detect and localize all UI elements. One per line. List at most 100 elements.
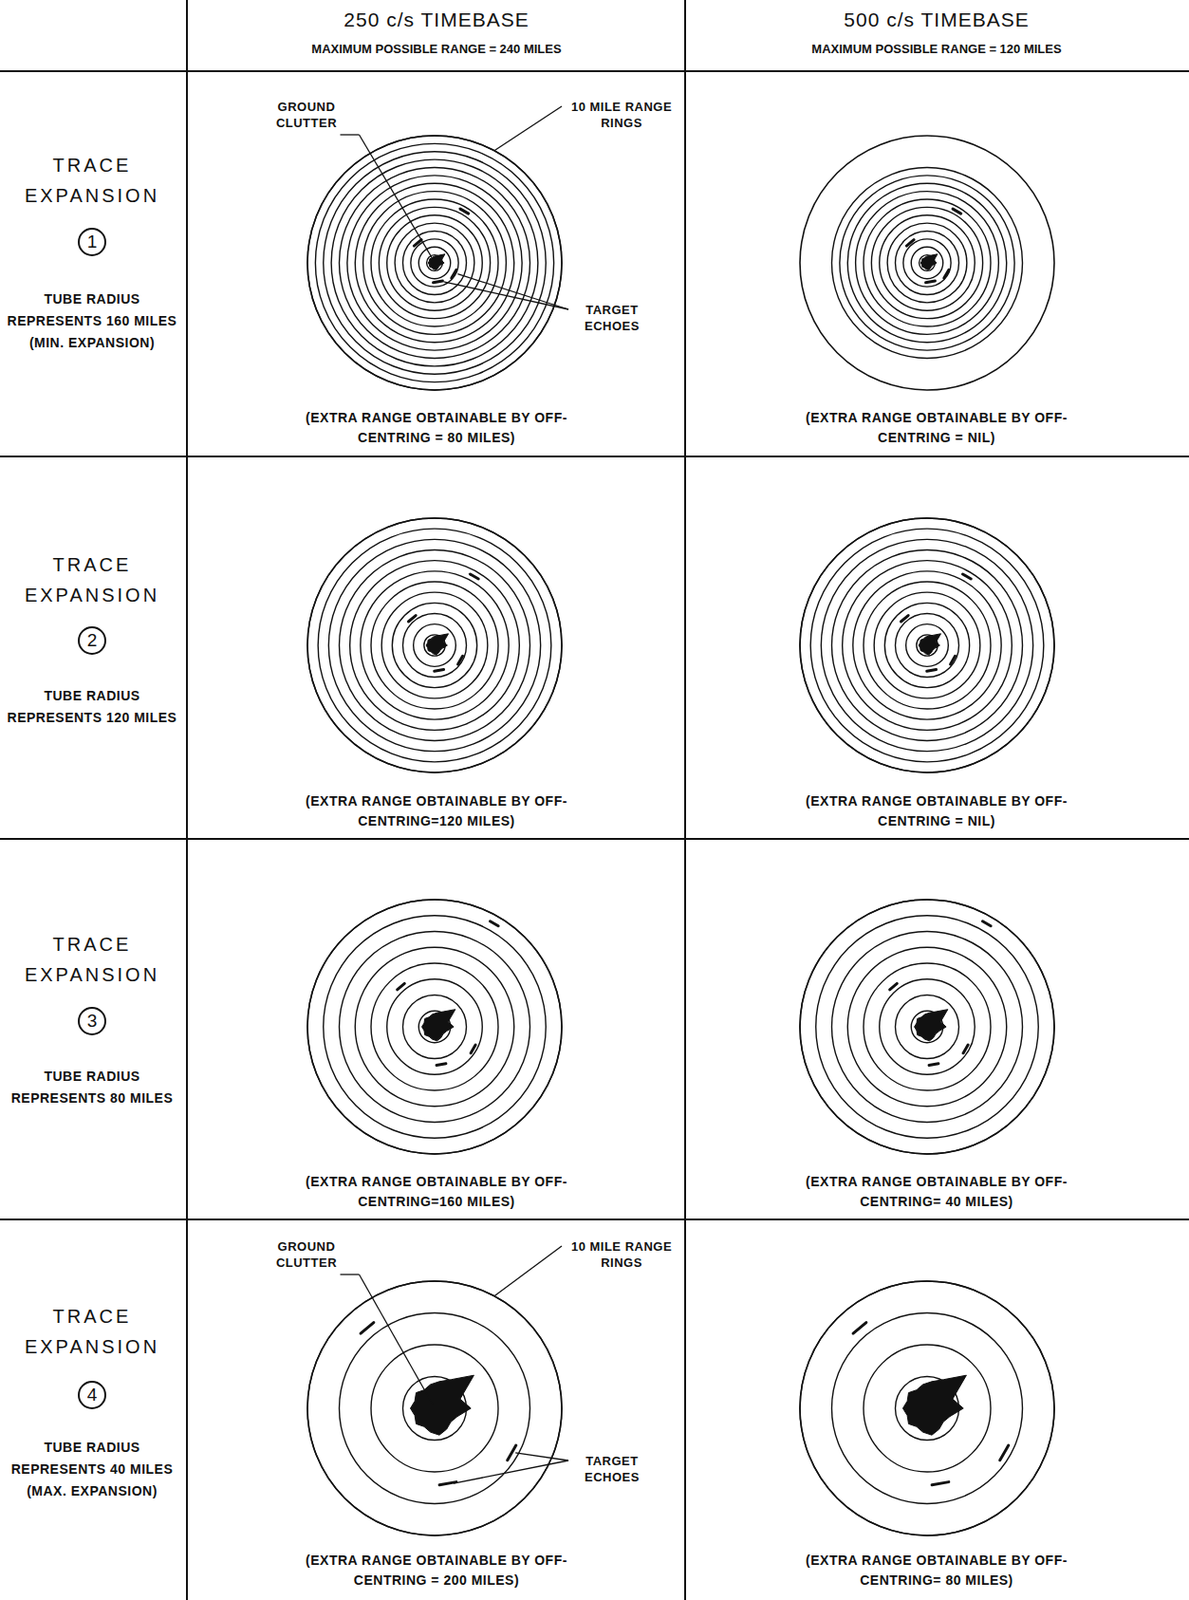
range-ring [799,899,1055,1154]
callout-label: 10 MILE RANGE RINGS [565,98,678,131]
number-text: 3 [76,1005,108,1037]
circled-number: 1 [76,226,108,258]
range-ring [378,206,490,318]
target-echo [470,1044,476,1054]
target-echo [926,280,936,283]
range-ring [879,979,976,1076]
tube-edge [307,518,562,773]
scope [799,1281,1055,1536]
leader-line [453,1460,569,1484]
target-echo [963,1044,968,1054]
column-heading: 250 c/s TIMEBASE [199,7,674,33]
circled-number: 4 [76,1379,108,1411]
row-heading: TRACE EXPANSION [11,149,173,211]
leader-line [457,274,569,310]
range-ring [323,151,547,375]
range-ring [354,947,515,1107]
range-ring [855,191,1000,335]
range-ring [371,199,499,327]
target-echo [489,921,499,927]
range-ring [799,518,1055,773]
range-ring [884,602,969,688]
target-echo [1000,1445,1009,1461]
range-ring [339,931,531,1123]
range-note: (EXTRA RANGE OBTAINABLE BY OFF-CENTRING=… [794,1171,1079,1212]
range-ring [381,592,488,699]
scope [307,1281,562,1536]
target-echo [436,1063,446,1066]
callout-label: GROUND CLUTTER [261,98,353,131]
scope [307,899,562,1154]
range-ring [339,167,531,359]
target-echo [413,240,422,246]
range-ring [863,1344,991,1472]
range-ring [853,571,1002,720]
callout-label: TARGET ECHOES [572,301,652,335]
row-heading: TRACE EXPANSION [11,549,173,611]
range-ring [816,915,1040,1139]
range-ring [387,215,484,312]
number-text: 1 [76,226,108,258]
scope [799,135,1055,391]
target-echo [982,921,991,927]
leader-line [494,1245,562,1297]
circled-number: 3 [76,1005,108,1037]
row-note: TUBE RADIUS REPRESENTS 40 MILES (MAX. EX… [6,1436,178,1503]
range-note: (EXTRA RANGE OBTAINABLE BY OFF-CENTRING … [798,408,1075,448]
range-note: (EXTRA RANGE OBTAINABLE BY OFF-CENTRING=… [294,1171,579,1212]
range-note: (EXTRA RANGE OBTAINABLE BY OFF-CENTRING … [298,408,575,448]
range-ring [347,175,522,351]
target-echo [360,1322,374,1335]
target-echo [397,983,406,989]
range-ring [906,624,949,668]
range-ring [410,239,459,287]
tube-edge [799,135,1055,391]
range-ring [895,613,960,678]
row-note: TUBE RADIUS REPRESENTS 80 MILES [6,1065,178,1110]
range-ring [403,613,467,678]
target-echo [944,269,949,279]
range-ring [360,571,509,720]
range-ring [799,1281,1055,1536]
range-note: (EXTRA RANGE OBTAINABLE BY OFF-CENTRING=… [794,1550,1079,1591]
target-echo [434,669,445,672]
range-ring [903,239,951,287]
leader-line [359,134,434,260]
range-ring [391,602,477,688]
target-echo [906,240,914,246]
range-ring [810,528,1044,762]
callout-label: GROUND CLUTTER [261,1238,353,1271]
ground-clutter [426,633,448,655]
range-ring [863,199,991,327]
range-ring [832,931,1023,1123]
tube-edge [799,1281,1055,1536]
range-ring [307,135,562,391]
target-echo [952,208,962,214]
tube-edge [307,135,562,391]
range-ring [879,215,976,312]
callout-label: TARGET ECHOES [572,1452,652,1486]
row-heading: TRACE EXPANSION [11,928,173,990]
leader-line [340,1273,360,1275]
range-ring [863,963,991,1091]
leader-line [494,106,562,151]
range-ring [350,560,521,731]
range-ring [871,206,983,318]
target-echo [928,1063,939,1066]
range-ring [328,538,540,751]
scope [307,518,562,773]
ground-clutter [918,633,941,655]
column-subheading: MAXIMUM POSSIBLE RANGE = 120 MILES [699,41,1174,57]
target-echo [963,574,972,579]
range-ring [307,1281,562,1536]
scope [799,899,1055,1154]
target-echo [950,655,956,665]
range-ring [847,183,1007,343]
tube-edge [307,899,562,1154]
range-ring [317,528,552,762]
target-echo [927,669,937,672]
row-heading: TRACE EXPANSION [11,1300,173,1362]
column-heading: 500 c/s TIMEBASE [699,7,1174,33]
tube-edge [307,1281,562,1536]
range-ring [371,963,499,1091]
